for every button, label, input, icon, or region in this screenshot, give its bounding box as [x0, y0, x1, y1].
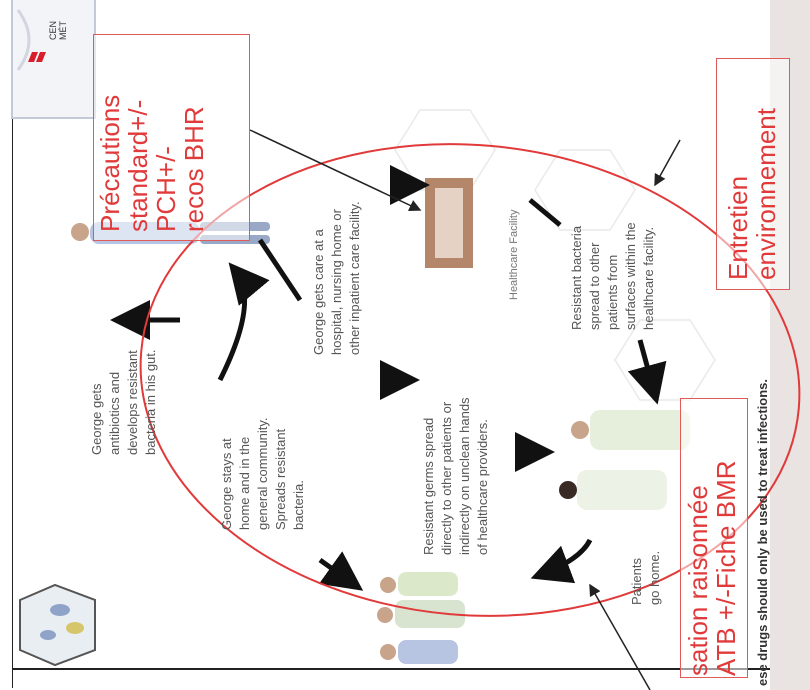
text-line: develops resistant — [125, 350, 140, 455]
text-line: healthcare facility. — [641, 226, 656, 330]
annotation-line: environnement — [751, 108, 781, 280]
logo-text: CEN MÉT — [48, 21, 68, 40]
george-home-text: George stays at home and in the general … — [218, 418, 308, 530]
text-line: hospital, nursing home or — [329, 209, 344, 355]
entretien-box — [716, 58, 790, 290]
george-care-text: George gets care at a hospital, nursing … — [310, 201, 364, 355]
entretien-annotation: Entretien environnement — [723, 108, 781, 280]
atb-box — [680, 398, 748, 678]
atb-annotation: sation raisonnée ATB +/-Fiche BMR — [683, 460, 741, 676]
text-line: Resistant germs spread — [421, 417, 436, 555]
text-line: general community. — [255, 417, 270, 530]
text-line: home and in the — [237, 436, 252, 530]
bacteria-surfaces-text: Resistant bacteria spread to other patie… — [568, 222, 658, 330]
text-line: patients from — [605, 254, 620, 330]
annotation-line: PCH+/- — [151, 146, 181, 232]
precautions-pointer — [249, 129, 422, 211]
text-line: go home. — [647, 550, 662, 605]
atb-pointer — [589, 583, 651, 690]
healthcare-facility-icon — [425, 178, 473, 268]
logo-area — [11, 0, 96, 119]
text-line: directly to other patients or — [439, 401, 454, 555]
annotation-line: standard+/- — [123, 99, 153, 232]
germs-spread-text: Resistant germs spread directly to other… — [420, 397, 492, 555]
text-line: indirectly on unclean hands — [457, 397, 472, 555]
family-illustration — [377, 572, 465, 664]
text-line: of healthcare providers. — [475, 419, 490, 555]
precautions-box — [93, 34, 250, 241]
annotation-line: recos BHR — [179, 106, 209, 232]
george-antibiotics-text: George gets antibiotics and develops res… — [88, 349, 160, 455]
text-line: George gets care at a — [311, 229, 326, 355]
text-line: bacteria. — [291, 480, 306, 530]
text-line: spread to other — [587, 242, 602, 330]
red-ellipse-annotation — [139, 143, 801, 617]
text-line: Patients — [629, 558, 644, 605]
page-frame — [12, 0, 771, 688]
patients-figures — [559, 410, 690, 510]
text-line: Resistant bacteria — [569, 225, 584, 330]
entretien-pointer — [654, 139, 681, 187]
pill-container-illustration — [19, 583, 96, 667]
annotation-line: Précautions — [95, 94, 125, 232]
text-line: bacteria in his gut. — [143, 349, 158, 455]
facility-label: Healthcare Facility — [508, 209, 520, 300]
flow-arrows — [110, 165, 667, 591]
logo-mark — [28, 52, 46, 62]
text-line: Spreads resistant — [273, 428, 288, 530]
text-line: surfaces within the — [623, 222, 638, 330]
text-line: antibiotics and — [107, 371, 122, 455]
patients-home-text: Patients go home. — [628, 551, 664, 605]
text-line: George stays at — [219, 438, 234, 530]
bottom-note: ese drugs should only be used to treat i… — [755, 379, 770, 686]
annotation-line: sation raisonnée — [683, 485, 713, 676]
logo-line-1: CEN — [48, 20, 58, 40]
bottom-rule — [12, 668, 770, 670]
annotation-line: Entretien — [723, 175, 753, 280]
precautions-annotation: Précautions standard+/- PCH+/- recos BHR — [95, 94, 209, 232]
logo-line-2: MÉT — [58, 21, 68, 40]
text-line: other inpatient care facility. — [347, 201, 362, 355]
text-line: George gets — [89, 383, 104, 455]
annotation-line: ATB +/-Fiche BMR — [711, 460, 741, 676]
